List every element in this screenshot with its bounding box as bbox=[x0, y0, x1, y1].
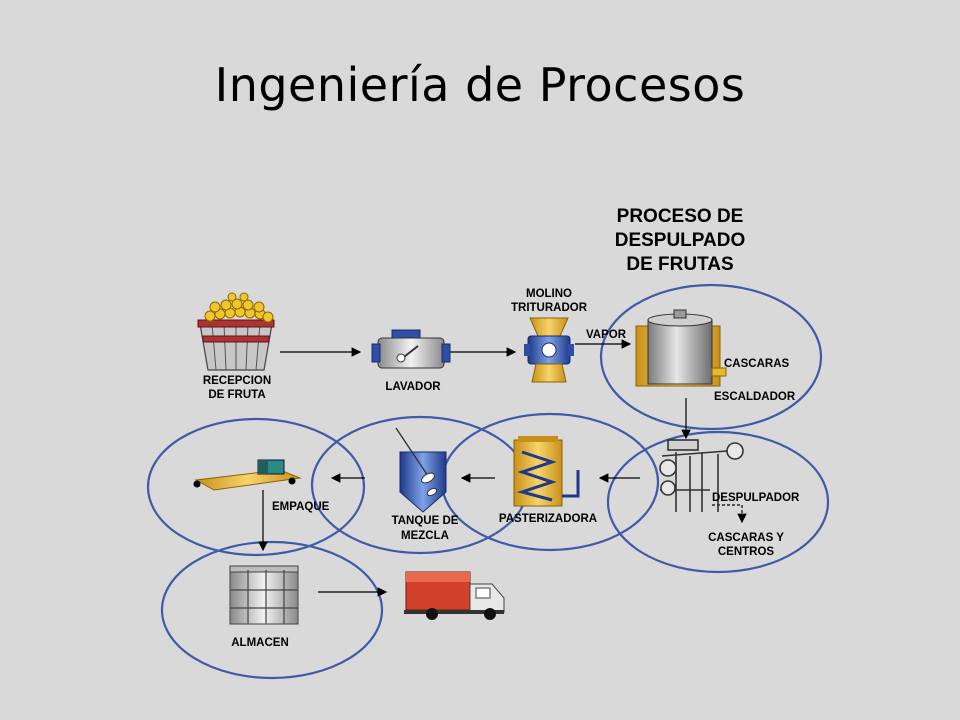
label-recepcion-1: RECEPCION bbox=[203, 375, 271, 387]
label-cascaras: CASCARAS bbox=[724, 358, 790, 370]
label-vapor: VAPOR bbox=[586, 329, 627, 341]
circle-empaque bbox=[146, 417, 366, 557]
label-tanque-2: MEZCLA bbox=[401, 530, 449, 542]
label-tanque-1: TANQUE DE bbox=[392, 515, 459, 527]
label-molino-2: TRITURADOR bbox=[511, 302, 588, 314]
heading-line-3: DE FRUTAS bbox=[626, 254, 733, 275]
circle-despulpador bbox=[606, 430, 830, 574]
label-cascaras-centros-1: CASCARAS Y bbox=[708, 532, 784, 544]
circle-escaldador bbox=[599, 283, 823, 431]
grinder-icon bbox=[524, 317, 574, 383]
basket-icon bbox=[197, 292, 275, 371]
label-pasterizadora: PASTERIZADORA bbox=[499, 513, 597, 525]
label-lavador: LAVADOR bbox=[385, 381, 441, 393]
conveyor-icon bbox=[193, 459, 302, 491]
label-empaque: EMPAQUE bbox=[272, 501, 330, 513]
flow-arrows bbox=[258, 339, 747, 597]
heading-line-2: DESPULPADO bbox=[615, 230, 746, 251]
arrow-cascaras-centros bbox=[712, 504, 747, 524]
mixing-tank-icon bbox=[395, 427, 447, 513]
label-molino-1: MOLINO bbox=[526, 288, 572, 300]
label-recepcion-2: DE FRUTA bbox=[208, 389, 265, 401]
slide-title: Ingeniería de Procesos bbox=[214, 58, 746, 112]
warehouse-icon bbox=[229, 565, 299, 625]
diagram-heading: PROCESO DE DESPULPADO DE FRUTAS bbox=[615, 206, 746, 275]
label-cascaras-centros-2: CENTROS bbox=[718, 546, 775, 558]
label-escaldador: ESCALDADOR bbox=[714, 391, 796, 403]
blancher-icon bbox=[635, 309, 727, 387]
pasteurizer-icon bbox=[513, 436, 580, 507]
highlight-circles bbox=[146, 283, 830, 680]
label-almacen: ALMACEN bbox=[231, 637, 289, 649]
label-despulpador: DESPULPADOR bbox=[712, 492, 800, 504]
pulper-icon bbox=[659, 439, 744, 512]
washer-icon bbox=[371, 329, 451, 369]
circle-almacen bbox=[160, 540, 384, 680]
truck-icon bbox=[404, 571, 505, 620]
heading-line-1: PROCESO DE bbox=[617, 206, 744, 227]
